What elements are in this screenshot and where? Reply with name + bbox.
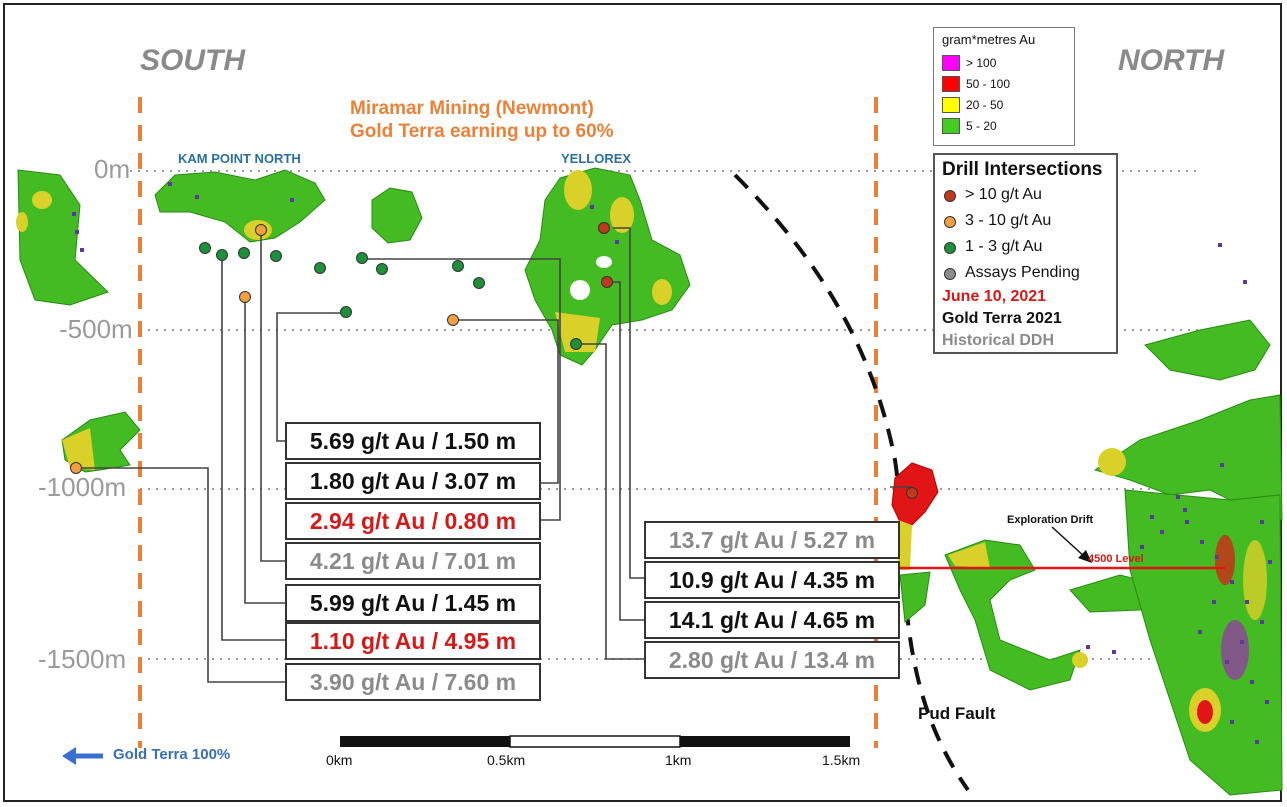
drift-arrow-shaft (1051, 526, 1087, 559)
claim-owner: Miramar Mining (Newmont) (350, 98, 594, 119)
swatch-20-50 (942, 97, 960, 113)
intersection-box: 5.69 g/t Au / 1.50 m (285, 422, 541, 460)
intersection-box: 10.9 g/t Au / 4.35 m (644, 561, 900, 599)
intersection-box: 3.90 g/t Au / 7.60 m (285, 663, 541, 701)
legend-date: June 10, 2021 (942, 288, 1047, 305)
gold-terra-100-label: Gold Terra 100% (113, 746, 231, 763)
south-label: SOUTH (140, 44, 245, 77)
drill-markers (70, 222, 918, 499)
legend-historical: Historical DDH (942, 332, 1055, 349)
left-ore-body (16, 169, 109, 306)
legend-label: > 100 (966, 56, 997, 70)
diagram-frame (3, 3, 1282, 802)
depth-label-0m: 0m (94, 154, 131, 184)
dot-over-10 (944, 190, 956, 202)
pud-fault-line (733, 173, 970, 792)
legend-title: gram*metres Au (942, 32, 1036, 47)
small-ore-body (371, 187, 423, 244)
scale-label: 1km (665, 752, 692, 768)
intersection-box: 13.7 g/t Au / 5.27 m (644, 521, 900, 559)
legend-label: Assays Pending (965, 264, 1080, 281)
intersection-box: 5.99 g/t Au / 1.45 m (285, 584, 541, 622)
lower-left-body (61, 411, 141, 473)
legend-label: 3 - 10 g/t Au (965, 212, 1052, 229)
dot-3-10 (944, 216, 956, 228)
dot-1-3 (944, 242, 956, 254)
intersection-box: 1.80 g/t Au / 3.07 m (285, 462, 541, 500)
depth-label-1000m: -1000m (38, 472, 127, 502)
level-4500-label: 4500 Level (1088, 553, 1144, 565)
legend-label: > 10 g/t Au (965, 186, 1042, 203)
swatch-over-100 (942, 55, 960, 71)
intersection-box: 2.80 g/t Au / 13.4 m (644, 641, 900, 679)
legend-label: 1 - 3 g/t Au (965, 238, 1043, 255)
scale-label: 0.5km (487, 752, 526, 768)
scale-label: 0km (326, 752, 353, 768)
drift-arrow-head (1078, 550, 1092, 563)
grade-thickness-legend: gram*metres Au > 100 50 - 100 20 - 50 5 … (933, 27, 1075, 146)
depth-label-1500m: -1500m (38, 644, 127, 674)
pud-fault-label: Pud Fault (918, 704, 996, 723)
leader-lines (76, 227, 912, 683)
exploration-drift-label: Exploration Drift (1007, 514, 1094, 526)
legend-title: Drill Intersections (942, 159, 1103, 180)
scale-label: 1.5km (822, 752, 861, 768)
north-ore-bodies (899, 319, 1283, 796)
legend-label: 50 - 100 (966, 77, 1011, 91)
intersection-box: 14.1 g/t Au / 4.65 m (644, 601, 900, 639)
swatch-50-100 (942, 76, 960, 92)
north-label: NORTH (1118, 44, 1225, 77)
yellorex-body (524, 167, 691, 366)
intersection-box: 2.94 g/t Au / 0.80 m (285, 502, 541, 540)
area-kam-point-north: KAM POINT NORTH (178, 151, 301, 166)
dot-pending (944, 268, 956, 280)
swatch-5-20 (942, 118, 960, 134)
intersection-box: 4.21 g/t Au / 7.01 m (285, 542, 541, 580)
kam-point-north-body (154, 169, 326, 243)
legend-label: 5 - 20 (966, 119, 997, 133)
gold-terra-arrow (62, 747, 103, 765)
legend-gold-terra-2021: Gold Terra 2021 (942, 310, 1062, 327)
area-yellorex: YELLOREX (561, 151, 632, 166)
intersection-box: 1.10 g/t Au / 4.95 m (285, 622, 541, 660)
scale-bar (340, 735, 850, 748)
legend-label: 20 - 50 (966, 98, 1004, 112)
claim-earning: Gold Terra earning up to 60% (350, 121, 614, 142)
depth-label-500m: -500m (59, 314, 133, 344)
drill-intersections-legend: Drill Intersections > 10 g/t Au 3 - 10 g… (933, 153, 1118, 354)
